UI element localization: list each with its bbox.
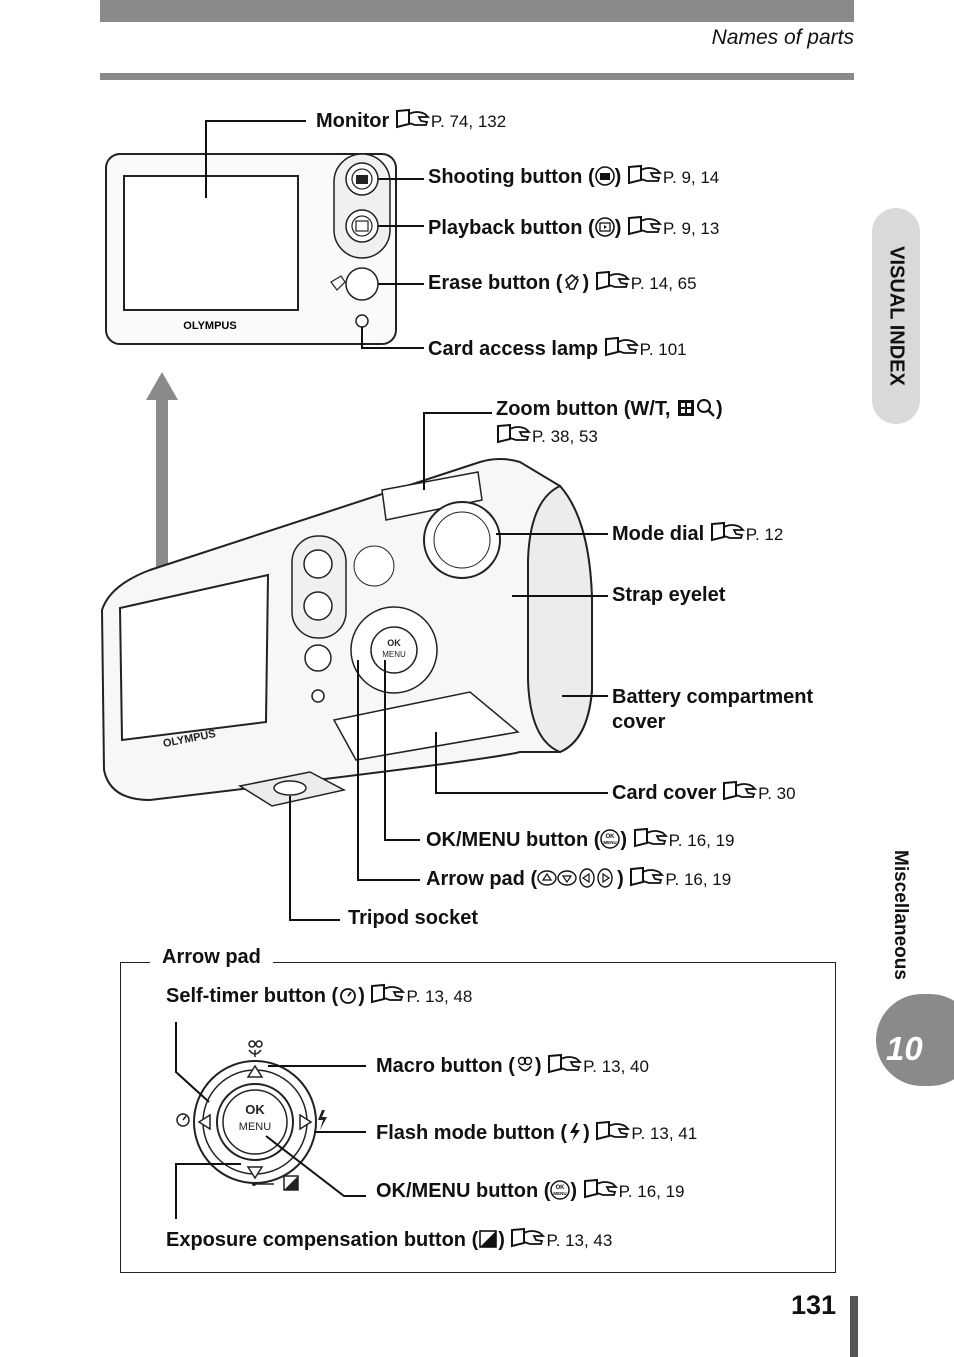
svg-text:OK: OK — [556, 1185, 566, 1191]
book-reference-icon — [722, 780, 758, 802]
flash-icon — [570, 1123, 581, 1141]
mode-dial-callout: Mode dial P. 12 — [612, 521, 784, 545]
book-reference-icon — [604, 336, 640, 358]
arrow-pad-callout: Arrow pad () P. 16, 19 — [426, 866, 732, 890]
camera-circle-icon — [594, 166, 615, 186]
svg-text:MENU: MENU — [554, 1191, 567, 1196]
macro-button-callout: Macro button () P. 13, 40 — [376, 1053, 649, 1077]
chapter-tab[interactable] — [876, 994, 954, 1086]
page-number: 131 — [790, 1290, 836, 1320]
arrow-keys-icon — [537, 868, 613, 888]
playback-button — [345, 209, 379, 243]
index-grid-icon — [677, 400, 694, 416]
playback-button-callout: Playback button () P. 9, 13 — [428, 215, 720, 239]
erase-button — [345, 267, 379, 301]
svg-text:OK: OK — [387, 638, 401, 648]
shooting-button-callout: Shooting button () P. 9, 14 — [428, 164, 720, 188]
page-number-bar — [850, 1296, 858, 1357]
battery-cover-callout: Battery compartment cover — [612, 686, 814, 733]
book-reference-icon — [710, 521, 746, 543]
book-reference-icon — [595, 270, 631, 292]
card-access-lamp — [355, 314, 369, 328]
book-reference-icon — [633, 827, 669, 849]
section-title: Names of parts — [711, 26, 854, 49]
card-cover-callout: Card cover P. 30 — [612, 780, 796, 804]
erase-icon — [565, 273, 580, 290]
book-reference-icon — [370, 983, 406, 1005]
tripod-socket-callout: Tripod socket — [348, 907, 479, 929]
exposure-compensation-callout: Exposure compensation button () P. 13, 4… — [166, 1227, 613, 1251]
playback-circle-icon — [594, 217, 615, 237]
book-reference-icon — [395, 108, 431, 130]
book-reference-icon — [510, 1227, 546, 1249]
svg-text:MENU: MENU — [604, 840, 617, 845]
book-reference-icon — [496, 423, 532, 445]
header-bar — [100, 0, 854, 22]
monitor-callout: Monitor P. 74, 132 — [316, 108, 507, 132]
book-reference-icon — [583, 1178, 619, 1200]
book-reference-icon — [627, 164, 663, 186]
exposure-icon — [252, 1175, 299, 1191]
book-reference-icon — [627, 215, 663, 237]
book-reference-icon — [595, 1120, 631, 1142]
svg-text:MENU: MENU — [239, 1121, 271, 1133]
svg-text:OK: OK — [245, 1102, 265, 1117]
zoom-button-callout: Zoom button (W/T, ) — [496, 398, 723, 420]
visual-index-tab[interactable] — [872, 208, 920, 424]
self-timer-callout: Self-timer button () P. 13, 48 — [166, 983, 473, 1007]
brand-logo: OLYMPUS — [183, 320, 236, 332]
flash-icon — [318, 1110, 327, 1130]
svg-text:OK: OK — [606, 834, 616, 840]
header-rule — [100, 73, 854, 80]
strap-eyelet-callout: Strap eyelet — [612, 584, 726, 606]
exposure-icon — [479, 1230, 498, 1248]
macro-flower-icon — [248, 1040, 263, 1057]
chapter-number: 10 — [886, 1030, 923, 1067]
camera-back-view: OLYMPUS — [105, 153, 397, 345]
camera-oblique-view: OK MENU OLYMPUS — [100, 458, 593, 807]
magnifier-icon — [696, 399, 715, 417]
flash-mode-callout: Flash mode button () P. 13, 41 — [376, 1120, 698, 1144]
arrow-pad-box — [120, 962, 836, 1273]
svg-text:MENU: MENU — [382, 650, 406, 659]
erase-button-callout: Erase button () P. 14, 65 — [428, 270, 697, 294]
self-timer-icon — [340, 988, 357, 1004]
macro-flower-icon — [517, 1056, 533, 1072]
book-reference-icon — [629, 866, 665, 888]
zoom-button-ref: P. 38, 53 — [496, 423, 598, 448]
self-timer-icon — [176, 1113, 190, 1127]
card-access-lamp-callout: Card access lamp P. 101 — [428, 336, 687, 360]
book-reference-icon — [547, 1053, 583, 1075]
arrow-pad-box-title: Arrow pad — [150, 946, 273, 969]
